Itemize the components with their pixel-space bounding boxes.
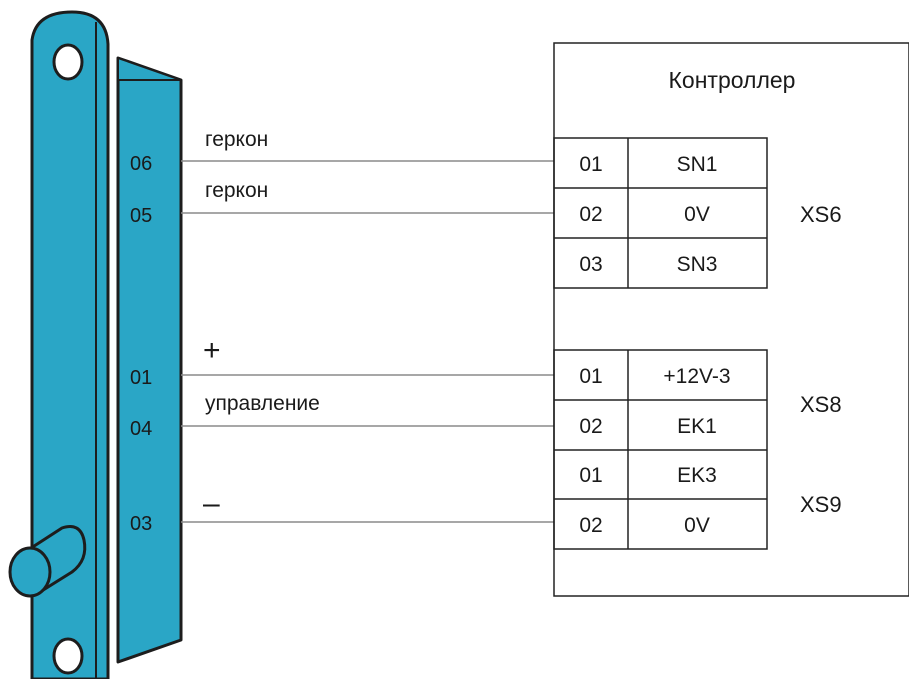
pin-label-03: 03 (130, 513, 152, 535)
xs6-row2-num: 02 (579, 203, 602, 226)
wire-label-reed-1: геркон (205, 128, 268, 151)
connector-xs8-xs9-table (553, 349, 768, 550)
xs8-row1-num: 01 (579, 365, 602, 388)
connector-xs6-table (553, 137, 768, 289)
xs6-row2-sig: 0V (684, 203, 710, 226)
lock-back-plate (116, 56, 183, 664)
xs6-row3-sig: SN3 (677, 253, 718, 276)
controller-title: Контроллер (669, 67, 796, 93)
xs6-row3-num: 03 (579, 253, 602, 276)
connector-label-xs6: XS6 (800, 202, 842, 227)
controller-box (553, 42, 909, 597)
connector-label-xs9: XS9 (800, 492, 842, 517)
xs6-row1-sig: SN1 (677, 153, 718, 176)
lock-front-strip (30, 10, 110, 679)
xs8-row2-sig: EK1 (677, 415, 717, 438)
mount-hole-icon (52, 43, 84, 81)
lock-device (8, 10, 183, 679)
xs9-row1-sig: EK3 (677, 464, 717, 487)
xs6-row1-num: 01 (579, 153, 602, 176)
pin-label-06: 06 (130, 153, 152, 175)
xs9-row1-num: 01 (579, 464, 602, 487)
wire-label-control: управление (205, 392, 320, 415)
pin-label-05: 05 (130, 205, 152, 227)
lock-top-bevel (117, 57, 182, 81)
pin-label-04: 04 (130, 418, 152, 440)
cylinder-bolt-icon (8, 525, 87, 598)
xs9-row2-num: 02 (579, 514, 602, 537)
wire-label-minus: – (203, 487, 220, 520)
xs8-row1-sig: +12V-3 (663, 365, 730, 388)
wires (181, 160, 554, 523)
wire-label-plus: + (203, 334, 221, 367)
connector-label-xs8: XS8 (800, 392, 842, 417)
xs9-row2-sig: 0V (684, 514, 710, 537)
xs8-row2-num: 02 (579, 415, 602, 438)
pin-label-01: 01 (130, 367, 152, 389)
mount-hole-icon (52, 637, 84, 675)
wire-label-reed-2: геркон (205, 179, 268, 202)
